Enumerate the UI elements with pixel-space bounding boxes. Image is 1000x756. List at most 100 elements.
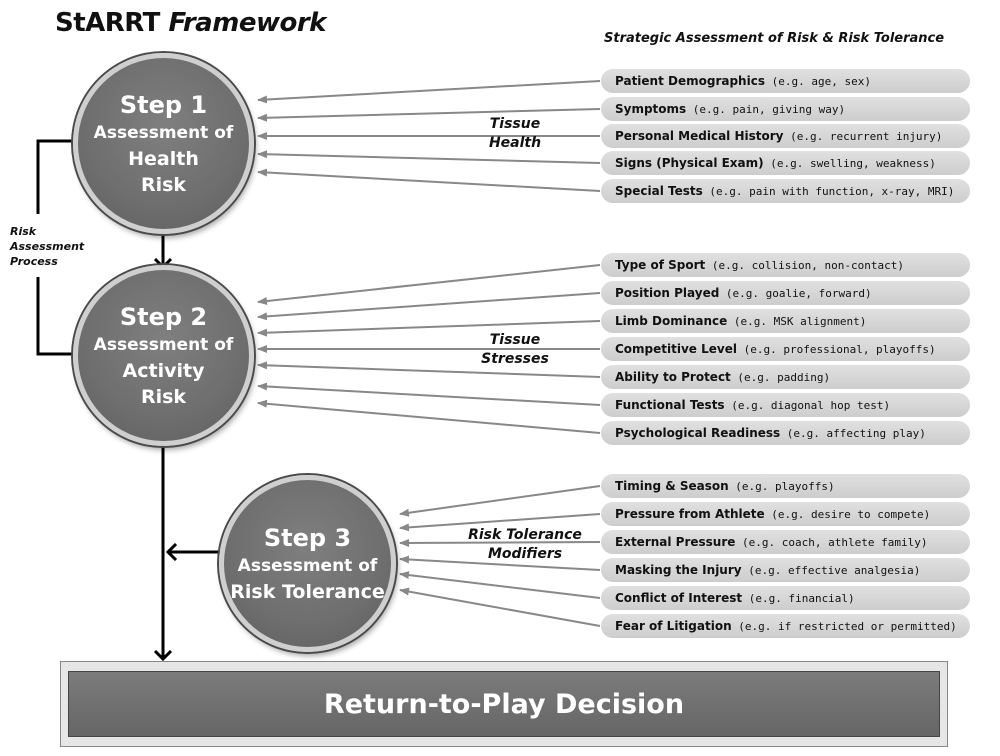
tissue-health-label: Tissue Health [470,115,560,153]
factor-pressure-from-athlete: Pressure from Athlete (e.g. desire to co… [601,502,970,526]
factor-label: Masking the Injury [615,563,742,577]
factor-arrow [257,320,601,337]
factor-limb-dominance: Limb Dominance (e.g. MSK alignment) [601,309,970,333]
step1-line3: Risk [140,173,187,196]
side-label-line3: Process [10,255,58,268]
factor-label: Position Played [615,286,720,300]
group-label-line1: Risk Tolerance [468,527,582,543]
factor-label: Signs (Physical Exam) [615,156,764,170]
factor-arrow [399,571,601,599]
factor-example: (e.g. padding) [730,371,831,384]
risk-tolerance-modifiers-label: Risk Tolerance Modifiers [455,526,595,564]
factor-example: (e.g. professional, playoffs) [736,343,936,356]
factor-patient-demographics: Patient Demographics (e.g. age, sex) [601,69,970,93]
step1-title: Step 1 [119,90,208,119]
factor-example: (e.g. effective analgesia) [741,564,921,577]
factor-example: (e.g. desire to compete) [764,508,931,521]
tissue-stresses-label: Tissue Stresses [465,331,565,369]
factor-special-tests: Special Tests (e.g. pain with function, … [601,179,970,203]
step3-line1: Assessment of [237,555,378,576]
factor-label: Type of Sport [615,258,706,272]
factor-personal-medical-history: Personal Medical History (e.g. recurrent… [601,124,970,148]
group-label-line1: Tissue [489,116,541,132]
factor-example: (e.g. pain with function, x-ray, MRI) [702,185,955,198]
factor-arrow [399,513,601,532]
factor-label: Fear of Litigation [615,619,732,633]
factor-label: External Pressure [615,535,736,549]
side-label-line2: Assessment [10,240,85,253]
factor-signs-physical-exam: Signs (Physical Exam) (e.g. swelling, we… [601,151,970,175]
factor-timing-season: Timing & Season (e.g. playoffs) [601,474,970,498]
factor-arrow [257,399,601,434]
title-prefix: StARRT [55,8,160,38]
factor-external-pressure: External Pressure (e.g. coach, athlete f… [601,530,970,554]
factor-label: Symptoms [615,102,687,116]
factor-example: (e.g. collision, non-contact) [705,259,904,272]
factor-example: (e.g. swelling, weakness) [763,157,936,170]
risk-process-bracket [36,139,73,356]
factor-example: (e.g. if restricted or permitted) [731,620,957,633]
factor-masking-the-injury: Masking the Injury (e.g. effective analg… [601,558,970,582]
factor-type-of-sport: Type of Sport (e.g. collision, non-conta… [601,253,970,277]
factor-arrow [399,485,601,517]
step2-title: Step 2 [119,302,208,331]
factor-label: Conflict of Interest [615,591,743,605]
factor-label: Psychological Readiness [615,426,781,440]
factor-example: (e.g. age, sex) [764,75,871,88]
diagram-subtitle: Strategic Assessment of Risk & Risk Tole… [604,31,945,46]
return-to-play-decision-box: Return-to-Play Decision [60,661,948,747]
step1-line2: Health [128,147,199,170]
factor-arrow [257,361,601,378]
step1-circle: Step 1 Assessment of Health Risk [73,53,254,234]
factor-label: Special Tests [615,184,703,198]
factor-label: Ability to Protect [615,370,731,384]
factor-position-played: Position Played (e.g. goalie, forward) [601,281,970,305]
factor-example: (e.g. recurrent injury) [783,130,943,143]
step2-line3: Risk [140,385,187,408]
factor-arrow [257,292,601,321]
factor-competitive-level: Competitive Level (e.g. professional, pl… [601,337,970,361]
factor-example: (e.g. pain, giving way) [686,103,846,116]
return-to-play-decision-label: Return-to-Play Decision [68,671,940,737]
factor-fear-of-litigation: Fear of Litigation (e.g. if restricted o… [601,614,970,638]
step3-title: Step 3 [263,523,352,552]
factor-arrow [257,150,601,164]
step3-line2: Risk Tolerance [230,580,385,603]
factor-label: Functional Tests [615,398,725,412]
factor-label: Patient Demographics [615,74,765,88]
step2-line2: Activity [122,359,205,382]
factor-label: Pressure from Athlete [615,507,765,521]
step2-circle: Step 2 Assessment of Activity Risk [73,265,254,446]
step3-circle: Step 3 Assessment of Risk Tolerance [219,475,396,652]
title-suffix: Framework [168,8,326,38]
factor-arrow [399,587,601,627]
factor-conflict-of-interest: Conflict of Interest (e.g. financial) [601,586,970,610]
factor-symptoms: Symptoms (e.g. pain, giving way) [601,97,970,121]
factor-arrow [399,538,601,547]
risk-assessment-process-label: Risk Assessment Process [10,224,84,269]
factor-arrow [257,108,601,122]
group-label-line2: Modifiers [487,546,563,562]
diagram-title: StARRT Framework [55,8,326,38]
factor-example: (e.g. affecting play) [780,427,926,440]
factor-arrow [257,80,601,104]
factor-example: (e.g. diagonal hop test) [724,399,891,412]
group-label-line2: Stresses [481,351,549,367]
factor-arrow [257,264,601,306]
group-label-line2: Health [488,135,542,151]
factor-example: (e.g. goalie, forward) [719,287,872,300]
factor-label: Personal Medical History [615,129,784,143]
step1-line1: Assessment of [93,122,234,143]
factor-example: (e.g. playoffs) [728,480,835,493]
group-label-line1: Tissue [489,332,541,348]
factor-ability-to-protect: Ability to Protect (e.g. padding) [601,365,970,389]
factor-example: (e.g. MSK alignment) [727,315,867,328]
factor-example: (e.g. coach, athlete family) [735,536,928,549]
factor-label: Competitive Level [615,342,737,356]
factor-arrow [257,168,601,192]
side-label-line1: Risk [10,225,37,238]
factor-label: Limb Dominance [615,314,728,328]
factor-arrow [257,382,601,406]
factor-functional-tests: Functional Tests (e.g. diagonal hop test… [601,393,970,417]
